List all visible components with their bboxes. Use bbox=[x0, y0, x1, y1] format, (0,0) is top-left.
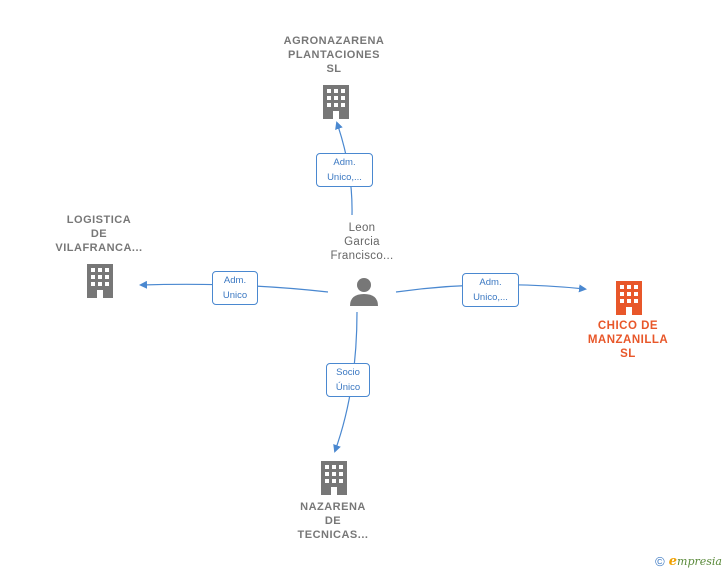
building-icon[interactable] bbox=[613, 279, 645, 315]
company-label-nazarena[interactable]: NAZARENA DE TECNICAS... bbox=[297, 501, 369, 541]
company-label-agronazarena[interactable]: AGRONAZARENA PLANTACIONES SL bbox=[283, 35, 385, 75]
brand-logo-text: mpresia bbox=[677, 555, 722, 568]
brand-footer: © e mpresia bbox=[655, 554, 722, 569]
building-icon[interactable] bbox=[84, 262, 116, 298]
building-icon[interactable] bbox=[318, 459, 350, 495]
person-icon[interactable] bbox=[348, 275, 380, 307]
person-name[interactable]: Leon Garcia Francisco... bbox=[330, 222, 394, 262]
company-label-logistica[interactable]: LOGISTICA DE VILAFRANCA... bbox=[55, 214, 143, 254]
edge-label-nazarena[interactable]: Socio Único bbox=[326, 363, 370, 397]
company-label-chico[interactable]: CHICO DE MANZANILLA SL bbox=[587, 320, 669, 360]
copyright-symbol: © bbox=[655, 554, 665, 569]
edge-label-logistica[interactable]: Adm. Unico bbox=[212, 271, 258, 305]
edge-label-agronazarena[interactable]: Adm. Unico,... bbox=[316, 153, 373, 187]
building-icon[interactable] bbox=[320, 83, 352, 119]
brand-logo-initial: e bbox=[668, 554, 678, 569]
edge-label-chico[interactable]: Adm. Unico,... bbox=[462, 273, 519, 307]
